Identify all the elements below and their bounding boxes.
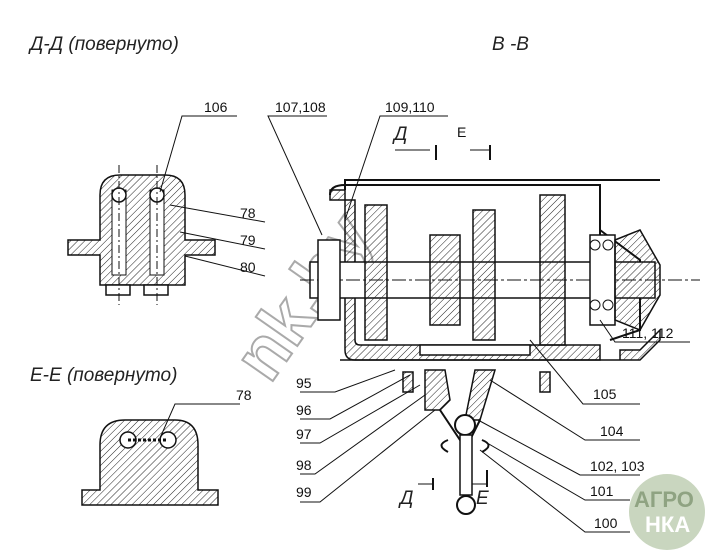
title-section-ee: Е-Е (повернуто) — [30, 365, 177, 386]
callout-99: 99 — [296, 484, 312, 500]
callout-102-103: 102, 103 — [590, 458, 645, 474]
callout-78: 78 — [240, 205, 256, 221]
callout-109-110: 109,110 — [385, 99, 435, 115]
callout-79: 79 — [240, 232, 256, 248]
callout-105: 105 — [593, 386, 617, 402]
section-ee-view — [81, 419, 219, 506]
logo-text-right: НКА — [645, 512, 690, 537]
title-section-dd: Д-Д (повернуто) — [28, 34, 179, 55]
callout-111-112: 111, 112 — [622, 325, 674, 341]
title-section-vv: В -В — [492, 34, 529, 55]
callout-101: 101 — [590, 483, 614, 499]
callout-96: 96 — [296, 402, 312, 418]
section-dd-view — [67, 165, 216, 305]
callout-95: 95 — [296, 375, 312, 391]
callout-104: 104 — [600, 423, 624, 439]
callout-97: 97 — [296, 426, 312, 442]
callout-106: 106 — [204, 99, 228, 115]
callout-80: 80 — [240, 259, 256, 275]
callout-107-108: 107,108 — [275, 99, 326, 115]
callout-78-ee: 78 — [236, 387, 252, 403]
agronka-logo: АГРО НКА — [629, 474, 705, 550]
leader-lines — [159, 115, 690, 533]
section-vv-view — [300, 145, 700, 515]
logo-text-left: АГРО — [634, 487, 694, 512]
section-mark-d-top: Д — [392, 124, 407, 145]
section-mark-d-bottom: Д — [398, 488, 413, 509]
callout-98: 98 — [296, 457, 312, 473]
section-mark-e-top: Е — [457, 124, 466, 140]
callout-100: 100 — [594, 515, 618, 531]
section-mark-e-bottom: Е — [476, 488, 489, 509]
